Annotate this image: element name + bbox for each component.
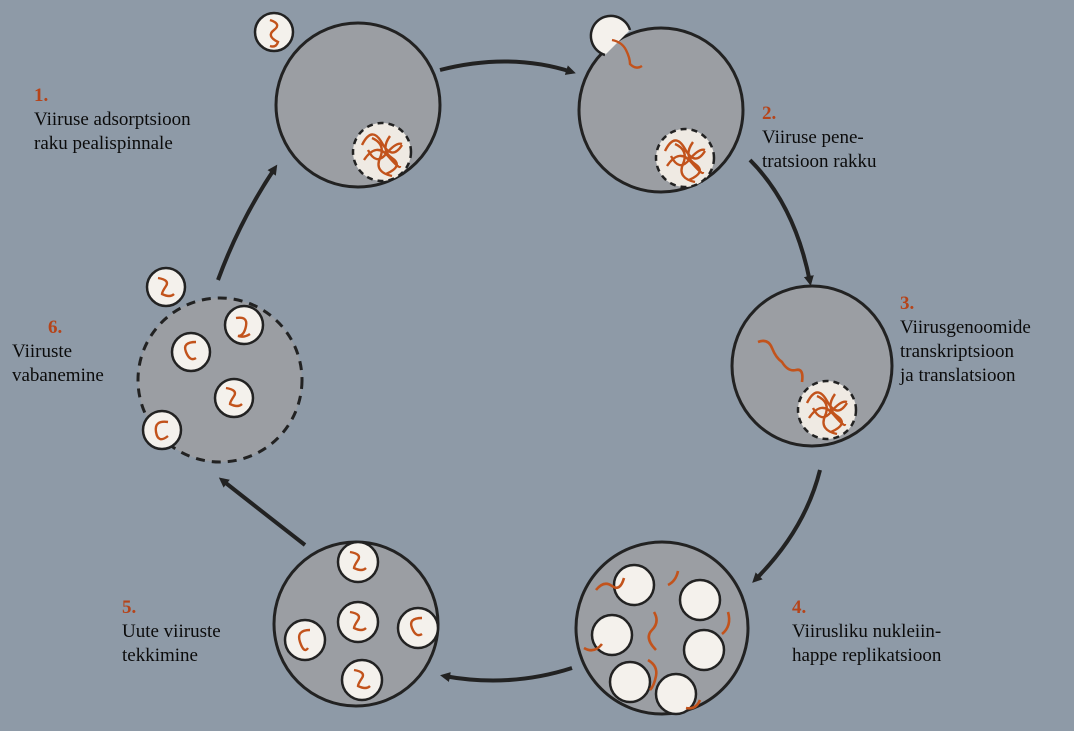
cell-stage-2	[579, 16, 743, 192]
step-6-label: 6. Viiruste vabanemine	[12, 316, 104, 388]
nucleus	[353, 123, 411, 181]
step-2-text: Viiruse pene- tratsioon rakku	[762, 126, 877, 174]
virus-particle	[255, 13, 293, 51]
step-5-label: 5. Uute viiruste tekkimine	[122, 596, 221, 668]
cell-stage-6	[138, 268, 302, 462]
step-3-label: 3. Viirusgenoomide transkriptsioon ja tr…	[900, 292, 1031, 388]
cell-stage-1	[255, 13, 440, 187]
arrow-2-to-3	[750, 160, 810, 282]
cell-stage-5	[274, 542, 438, 706]
cell-stage-3	[732, 286, 892, 446]
step-3-text: Viirusgenoomide transkriptsioon ja trans…	[900, 316, 1031, 388]
step-6-number: 6.	[12, 316, 104, 340]
step-6-text: Viiruste vabanemine	[12, 340, 104, 388]
step-1-text: Viiruse adsorptsioon raku pealispinnale	[34, 108, 191, 156]
arrow-5-to-6	[222, 480, 305, 545]
arrow-3-to-4	[755, 470, 820, 580]
step-5-number: 5.	[122, 596, 221, 620]
step-1-label: 1. Viiruse adsorptsioon raku pealispinna…	[34, 84, 191, 156]
step-4-label: 4. Viirusliku nukleiin- happe replikatsi…	[792, 596, 941, 668]
nucleus	[798, 381, 856, 439]
step-5-text: Uute viiruste tekkimine	[122, 620, 221, 668]
step-4-number: 4.	[792, 596, 941, 620]
arrow-1-to-2	[440, 61, 572, 72]
step-1-number: 1.	[34, 84, 191, 108]
cell-stage-4	[576, 542, 748, 714]
step-2-label: 2. Viiruse pene- tratsioon rakku	[762, 102, 877, 174]
step-4-text: Viirusliku nukleiin- happe replikatsioon	[792, 620, 941, 668]
nucleus	[656, 129, 714, 187]
step-3-number: 3.	[900, 292, 1031, 316]
arrow-4-to-5	[444, 668, 572, 681]
step-2-number: 2.	[762, 102, 877, 126]
arrow-6-to-1	[218, 168, 275, 280]
